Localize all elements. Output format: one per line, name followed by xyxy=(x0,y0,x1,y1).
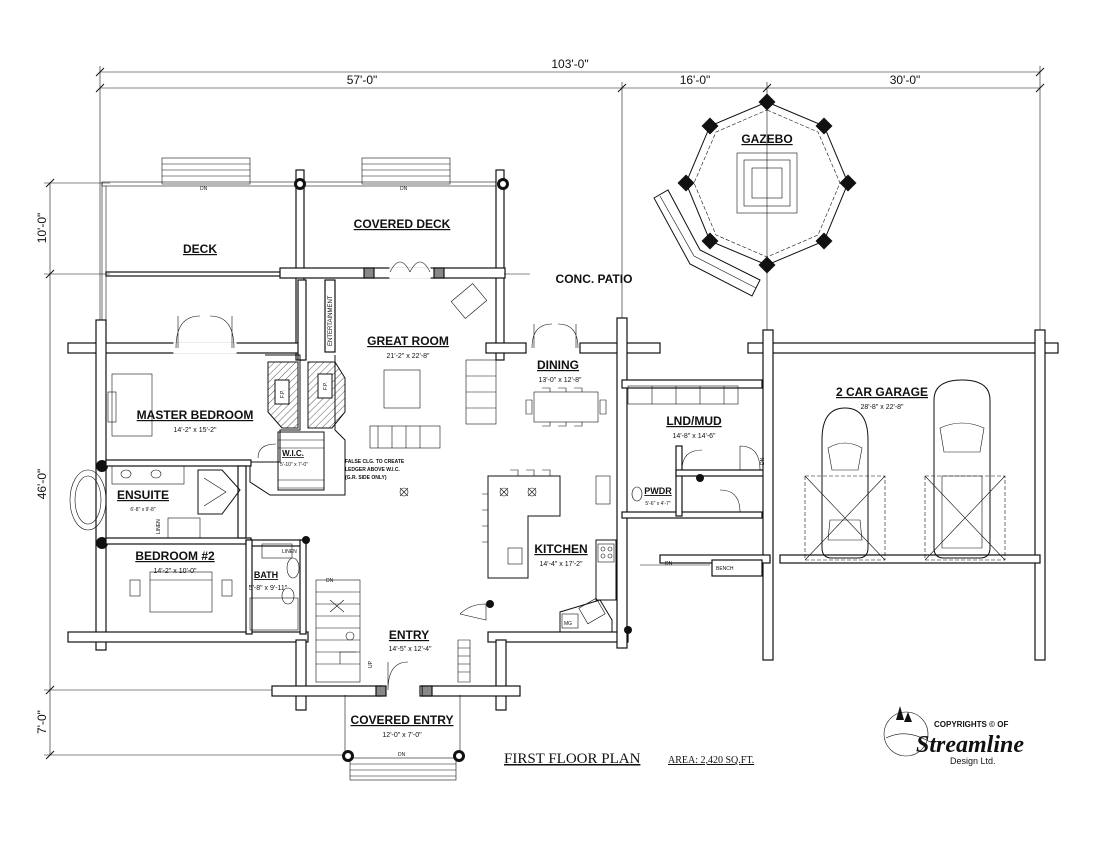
wic-size: 5'-10" x 7'-0" xyxy=(280,462,308,468)
lnd-mud-label: LND/MUD xyxy=(666,414,722,428)
false-clg-note-1: FALSE CLG. TO CREATE xyxy=(345,459,405,465)
ensuite-size: 6'-8" x 9'-8" xyxy=(130,507,155,513)
false-clg-note-3: (G.R. SIDE ONLY) xyxy=(345,475,387,481)
dim-deck-depth: 10'-0" xyxy=(35,213,49,244)
car-left xyxy=(821,407,869,559)
dimension-lines: 103'-0" 57'-0" 16'-0" 30'-0" 10'-0" 46'-… xyxy=(35,57,1045,760)
entry-stairs: DN UP xyxy=(302,474,704,683)
great-room-label: GREAT ROOM xyxy=(367,334,449,348)
gazebo: GAZEBO xyxy=(653,93,857,330)
bath-label: BATH xyxy=(254,570,278,580)
deck-stairs-right-dn: DN xyxy=(400,186,408,192)
bath-size: 5'-8" x 9'-11" xyxy=(249,585,288,592)
room-labels: COVERED DECK DECK CONC. PATIO GREAT ROOM… xyxy=(117,217,928,739)
plan-area: AREA: 2,420 SQ.FT. xyxy=(668,755,754,766)
house-walls xyxy=(67,315,661,711)
dim-house-depth: 46'-0" xyxy=(35,469,49,500)
gazebo-label: GAZEBO xyxy=(741,132,792,146)
dim-patio-width: 16'-0" xyxy=(680,73,711,87)
kitchen-label: KITCHEN xyxy=(534,542,587,556)
mg-note: MG xyxy=(564,621,572,627)
dim-garage-width: 30'-0" xyxy=(890,73,921,87)
furniture xyxy=(69,283,739,633)
covered-entry-label: COVERED ENTRY xyxy=(351,713,454,727)
false-clg-note-2: LEDGER ABOVE W.I.C. xyxy=(345,467,400,473)
linen-note-ensuite: LINEN xyxy=(156,519,162,534)
deck-label: DECK xyxy=(183,242,217,256)
interior-walls xyxy=(105,279,767,635)
lnd-mud-size: 14'-8" x 14'-6" xyxy=(672,433,716,440)
entry-stairs-up: UP xyxy=(368,660,374,668)
covered-entry-steps: DN xyxy=(342,695,465,781)
dining-label: DINING xyxy=(537,358,579,372)
fp-note-right: F.P. xyxy=(323,382,329,390)
dim-house-width: 57'-0" xyxy=(347,73,378,87)
linen-note-bath: LINEN xyxy=(282,549,297,555)
ensuite-label: ENSUITE xyxy=(117,488,169,502)
gazebo-bench xyxy=(653,189,761,297)
bedroom2-size: 14'-2" x 10'-0" xyxy=(153,568,197,575)
garage-size: 28'-8" x 22'-8" xyxy=(860,404,904,411)
dim-overall: 103'-0" xyxy=(551,57,588,71)
entertainment-note: ENTERTAINMENT xyxy=(328,295,334,346)
garage-label: 2 CAR GARAGE xyxy=(836,385,928,399)
entry-steps-dn: DN xyxy=(398,752,406,758)
deck-stairs-left-dn: DN xyxy=(200,186,208,192)
car-right xyxy=(933,379,991,559)
garage-stair-dn: DN xyxy=(760,457,766,465)
pwdr-label: PWDR xyxy=(644,486,672,496)
logo-copyright: COPYRIGHTS © OF xyxy=(934,720,1008,729)
dim-entry-depth: 7'-0" xyxy=(35,710,49,734)
master-bedroom-size: 14'-2" x 15'-2" xyxy=(173,427,217,434)
garage-bench-dn: DN xyxy=(665,561,673,567)
master-bedroom-label: MASTER BEDROOM xyxy=(137,408,254,422)
fireplace-block xyxy=(257,361,346,491)
bench-note: BENCH xyxy=(716,566,734,572)
great-room-size: 21'-2" x 22'-8" xyxy=(386,353,430,360)
entry-label: ENTRY xyxy=(389,628,429,642)
deck-posts xyxy=(294,178,509,190)
deck-stairs-right xyxy=(361,157,451,185)
title-block: FIRST FLOOR PLAN AREA: 2,420 SQ.FT. xyxy=(504,751,754,767)
covered-deck-label: COVERED DECK xyxy=(354,217,451,231)
deck-stairs-left xyxy=(161,157,251,185)
entry-stairs-dn: DN xyxy=(326,578,334,584)
logo-name: Streamline xyxy=(916,732,1024,758)
fp-note-left: F.P. xyxy=(280,390,286,398)
covered-entry-size: 12'-0" x 7'-0" xyxy=(382,732,422,739)
garage: DN DN xyxy=(640,329,1059,661)
plan-notes: ENTERTAINMENT F.P. F.P. FALSE CLG. TO CR… xyxy=(156,295,734,627)
conc-patio-label: CONC. PATIO xyxy=(556,272,633,286)
kitchen-size: 14'-4" x 17'-2" xyxy=(539,561,583,568)
wic-label: W.I.C. xyxy=(282,449,304,458)
bedroom2-label: BEDROOM #2 xyxy=(135,549,215,563)
logo-sub: Design Ltd. xyxy=(950,756,996,766)
pwdr-size: 5'-6" x 4'-7" xyxy=(645,501,670,507)
deck-area: DN DN xyxy=(101,157,530,361)
dining-size: 13'-0" x 12'-8" xyxy=(538,377,582,384)
plan-title: FIRST FLOOR PLAN xyxy=(504,751,641,767)
entry-size: 14'-5" x 12'-4" xyxy=(388,646,432,653)
streamline-logo: COPYRIGHTS © OF Streamline Design Ltd. xyxy=(883,706,1024,766)
